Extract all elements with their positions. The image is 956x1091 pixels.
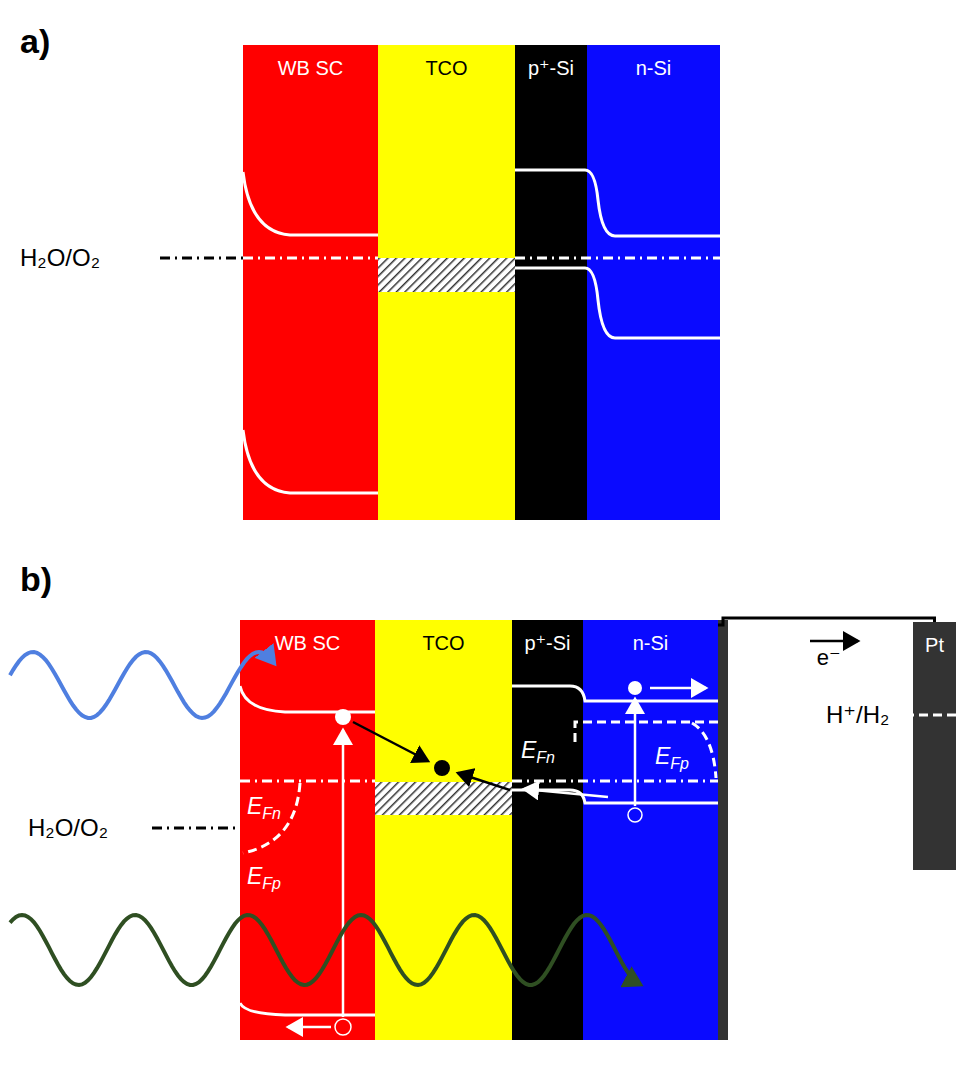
band-label: Pt — [913, 622, 956, 658]
external-wire — [718, 618, 935, 625]
band-label: TCO — [375, 620, 512, 656]
redox-level-label: H₂O/O₂ — [28, 814, 108, 842]
redox-level-label: H⁺/H₂ — [826, 701, 889, 729]
semiconductor-band: WB SC — [243, 45, 378, 520]
n-silicon-band: n-Si — [587, 45, 720, 520]
band-label: WB SC — [243, 45, 378, 81]
band-label: WB SC — [240, 620, 375, 656]
quasi-fermi-label: EFp — [247, 862, 281, 890]
quasi-fermi-label: EFp — [655, 742, 689, 770]
quasi-fermi-label: EFn — [247, 792, 281, 820]
panel-label: a) — [20, 22, 50, 60]
quasi-fermi-label: EFn — [521, 736, 555, 764]
p-silicon-band: p⁺-Si — [515, 45, 587, 520]
panel-label: b) — [20, 560, 52, 598]
band-label: p⁺-Si — [515, 45, 587, 81]
tco-band: TCO — [378, 45, 515, 520]
redox-level-label: H₂O/O₂ — [20, 244, 100, 272]
electron-flow-label: e⁻ — [815, 646, 843, 670]
n-silicon-band: n-Si — [583, 620, 718, 1040]
tco-band: TCO — [375, 620, 512, 1040]
band-label: p⁺-Si — [512, 620, 583, 656]
band-label: n-Si — [587, 45, 720, 81]
semiconductor-band: WB SC — [240, 620, 375, 1040]
band-label: n-Si — [583, 620, 718, 656]
pt-electrode: Pt — [913, 622, 956, 870]
p-silicon-band: p⁺-Si — [512, 620, 583, 1040]
band-label: TCO — [378, 45, 515, 81]
